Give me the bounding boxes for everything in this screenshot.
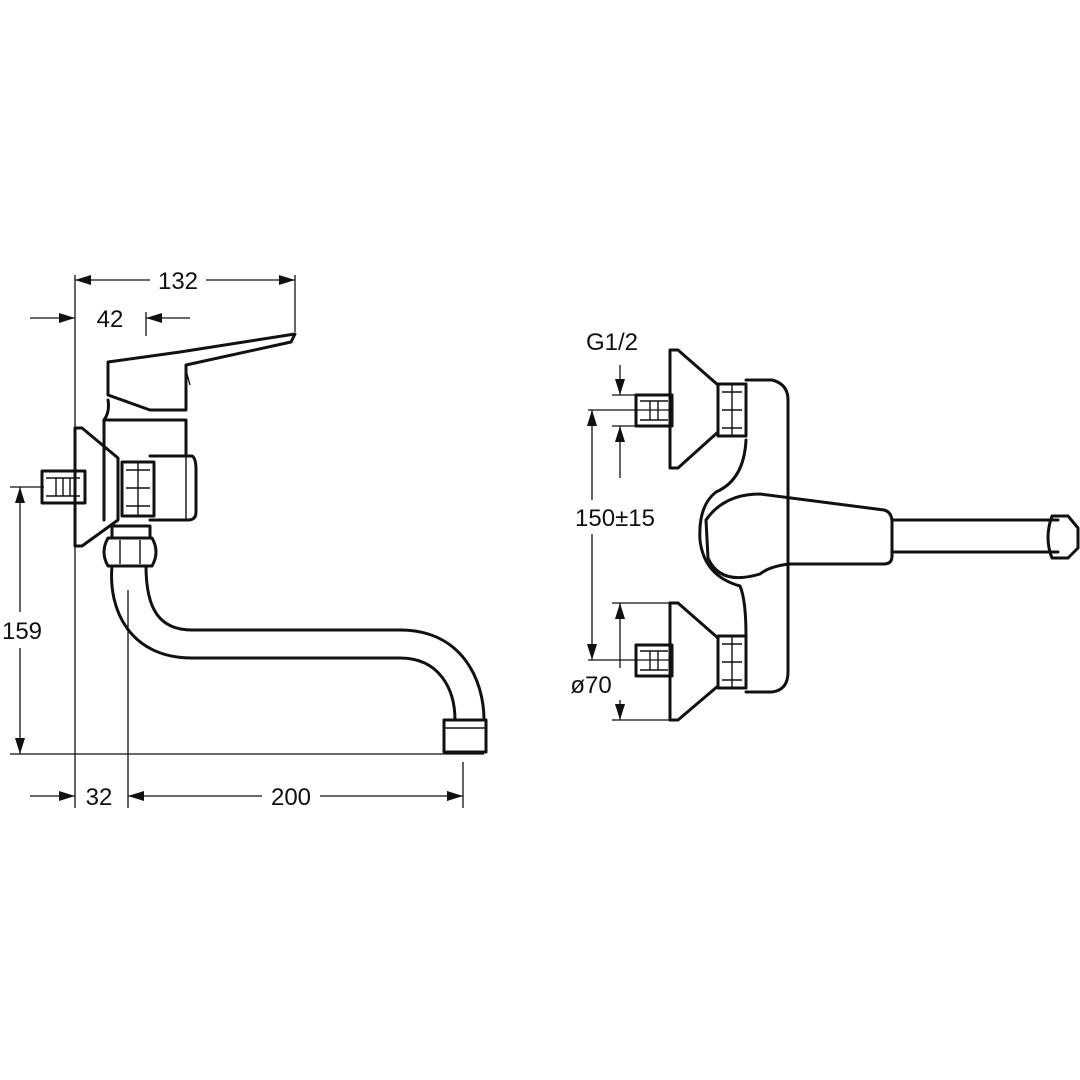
spout — [110, 564, 486, 722]
dimension-g12: G1/2 — [586, 329, 638, 478]
dimension-200: 200 — [128, 784, 463, 811]
lower-rosette — [668, 601, 720, 722]
side-view: 132 42 159 32 200 — [2, 268, 488, 811]
lever-handle — [106, 332, 297, 412]
upper-rosette — [668, 348, 720, 470]
upper-inlet-thread — [634, 393, 674, 428]
front-view: G1/2 150±15 ø70 — [570, 329, 1080, 722]
dim-label-32: 32 — [86, 784, 113, 811]
mixer-body — [102, 398, 198, 522]
upper-hex-nut — [716, 382, 748, 438]
dimension-32: 32 — [30, 784, 112, 811]
dim-label-159: 159 — [2, 618, 42, 645]
side-inlet-thread — [40, 469, 87, 505]
front-mixer-body — [698, 378, 790, 694]
dimension-42: 42 — [30, 306, 190, 333]
front-lever — [704, 492, 894, 580]
dim-label-d70: ø70 — [570, 672, 611, 699]
dim-label-42: 42 — [97, 306, 124, 333]
front-spout — [890, 514, 1080, 560]
dim-label-150: 150±15 — [575, 505, 655, 532]
side-hex-nut — [120, 460, 156, 518]
lower-inlet-thread — [634, 643, 674, 678]
dimension-159: 159 — [2, 487, 42, 754]
dimension-150: 150±15 — [575, 410, 655, 660]
dim-label-200: 200 — [271, 784, 311, 811]
dim-label-132: 132 — [158, 268, 198, 295]
aerator — [442, 718, 488, 754]
dimension-d70: ø70 — [570, 603, 625, 720]
dim-label-g12: G1/2 — [586, 329, 638, 356]
dimension-132: 132 — [75, 268, 295, 295]
spout-nut — [102, 524, 158, 568]
lower-hex-nut — [716, 634, 748, 690]
